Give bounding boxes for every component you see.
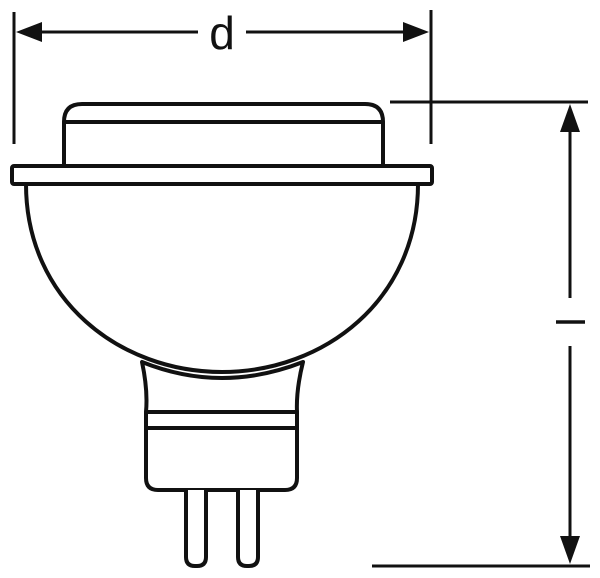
lens-cap xyxy=(62,102,385,168)
height-dimension: l xyxy=(372,100,591,568)
height-arrow-top xyxy=(560,104,580,132)
diameter-dimension: d xyxy=(12,7,433,144)
mr16-lamp-outline xyxy=(10,102,434,568)
pin-right xyxy=(236,490,260,568)
reflector-rim xyxy=(10,164,434,186)
height-label: l xyxy=(547,318,591,327)
pin-left xyxy=(184,490,208,568)
height-arrow-bottom xyxy=(560,536,580,564)
diameter-arrow-right xyxy=(403,22,429,42)
diameter-label: d xyxy=(209,7,235,59)
diameter-arrow-left xyxy=(16,22,42,42)
reflector-bowl xyxy=(24,182,420,374)
